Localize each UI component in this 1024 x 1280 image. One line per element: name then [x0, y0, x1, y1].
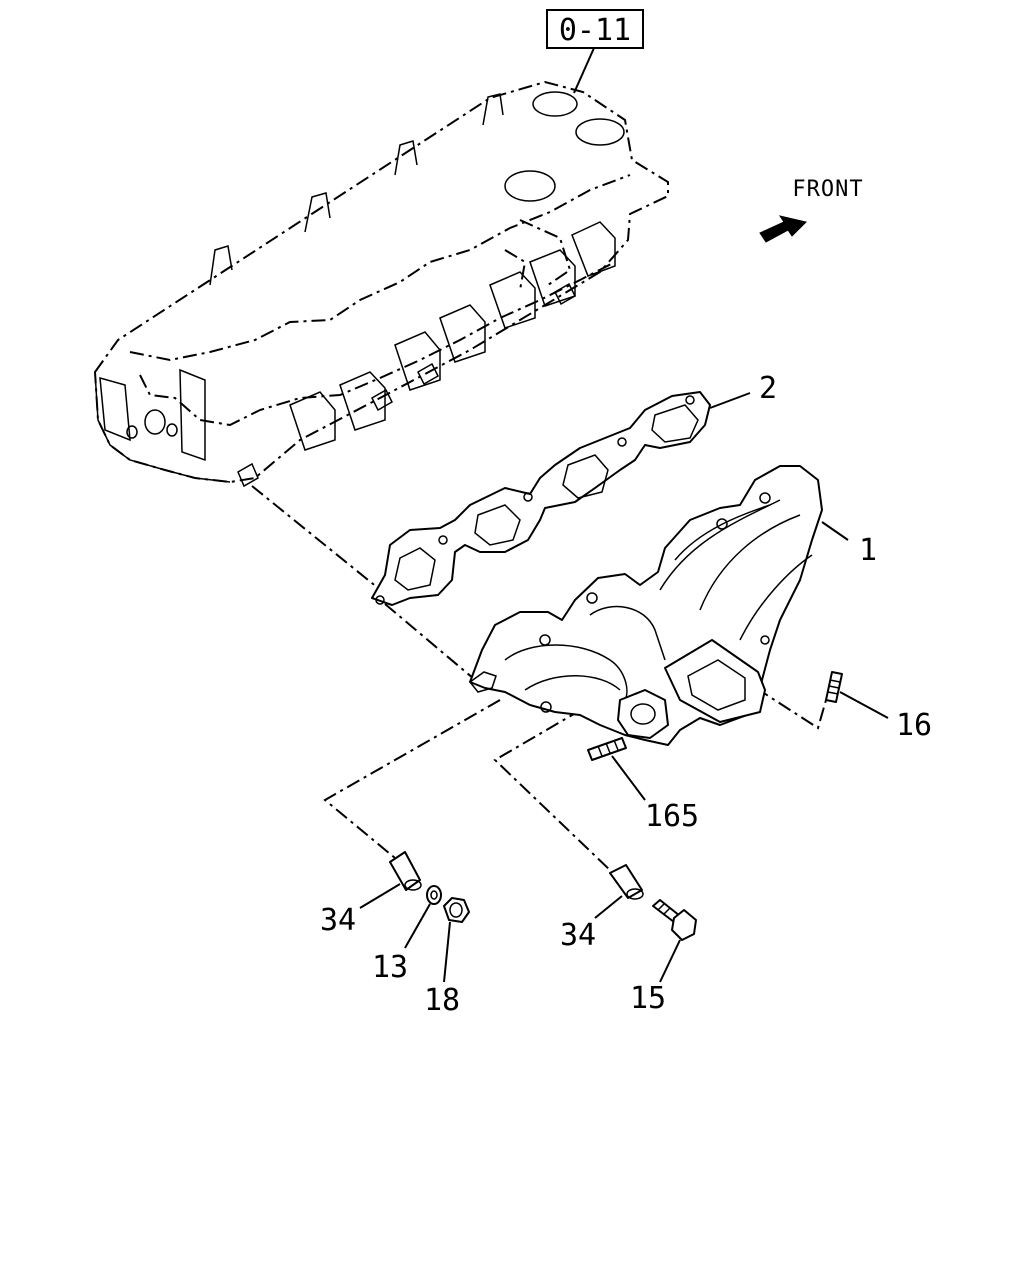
manifold-leader: [821, 521, 849, 541]
assembly-line: [251, 485, 379, 589]
nut-icon[interactable]: [443, 897, 470, 923]
gasket-leader: [709, 392, 751, 409]
sleeve-right-leader: [594, 895, 623, 919]
callout-nut[interactable]: 18: [424, 983, 460, 1018]
callout-stud-16[interactable]: 16: [896, 708, 932, 743]
sleeve-left-leader: [359, 883, 401, 909]
washer-icon[interactable]: [426, 885, 442, 905]
callout-manifold[interactable]: 1: [859, 533, 877, 568]
callout-sleeve-right[interactable]: 34: [560, 918, 596, 953]
exhaust-manifold[interactable]: [468, 465, 823, 746]
exhaust-gasket[interactable]: [371, 391, 711, 606]
callout-washer[interactable]: 13: [372, 950, 408, 985]
stud-165-leader: [611, 755, 646, 801]
sleeve-right-icon[interactable]: [609, 864, 644, 900]
assembly-line: [493, 654, 676, 873]
assembly-line: [323, 699, 501, 859]
sleeve-left-icon[interactable]: [389, 851, 422, 891]
stud-16-icon[interactable]: [825, 671, 843, 703]
assembly-line: [755, 687, 827, 730]
washer-leader: [404, 903, 431, 949]
front-label: FRONT: [792, 177, 863, 202]
stud-16-leader: [839, 691, 889, 719]
bolt-leader: [659, 939, 681, 983]
reference-leader: [573, 47, 595, 94]
callout-gasket[interactable]: 2: [759, 371, 777, 406]
callout-bolt[interactable]: 15: [630, 981, 666, 1016]
nut-leader: [443, 921, 451, 983]
callout-sleeve-left[interactable]: 34: [320, 903, 356, 938]
bolt-icon[interactable]: [652, 899, 697, 941]
reference-box[interactable]: 0-11: [546, 9, 644, 49]
assembly-line: [384, 603, 481, 685]
cylinder-head: [93, 80, 669, 488]
stud-165-icon[interactable]: [587, 737, 627, 761]
reference-label: 0-11: [559, 13, 631, 48]
front-arrow-icon: [759, 215, 807, 243]
callout-stud-165[interactable]: 165: [645, 799, 699, 834]
